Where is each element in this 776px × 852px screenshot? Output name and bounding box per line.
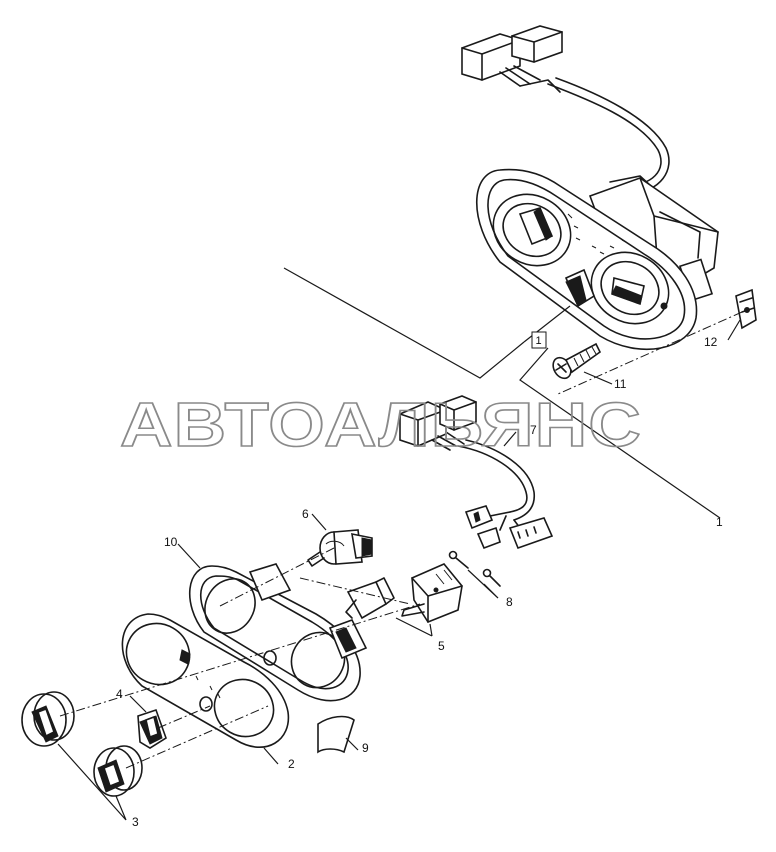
callout-8: 8 [506,595,513,609]
screws-part-8 [448,550,501,587]
callout-11: 11 [614,377,627,391]
assembled-control-unit [461,25,719,350]
callout-10: 10 [164,535,178,549]
callout-3: 3 [132,815,139,829]
callout-1-bottom: 1 [716,515,723,529]
callout-4: 4 [116,687,123,701]
clip-part-12 [735,288,757,330]
watermark-text: АВТОАЛЬЯНС [120,391,642,460]
knob-part-4 [137,708,167,749]
actuator-part-6 [307,529,373,567]
callout-1: 1 [536,335,542,347]
part-9 [317,715,355,754]
screw-part-11 [552,342,602,380]
callout-12: 12 [704,335,718,349]
callout-2: 2 [288,757,295,771]
wiring-harness-part-7 [399,395,554,550]
leader-lines [57,267,741,821]
callout-labels: 1 1 2 3 4 5 6 7 8 9 10 11 12 [116,331,723,829]
assembly-axis-lines [59,311,743,769]
assembled-bezel [475,168,698,350]
face-plate-part-2 [121,613,290,748]
switch-assembly-part-5 [345,563,463,623]
callout-5: 5 [438,639,445,653]
callout-9: 9 [362,741,369,755]
callout-box-1 [531,331,547,349]
callout-7: 7 [530,423,537,437]
callout-6: 6 [302,507,309,521]
knobs-part-3 [21,691,143,797]
top-connector [461,25,563,93]
